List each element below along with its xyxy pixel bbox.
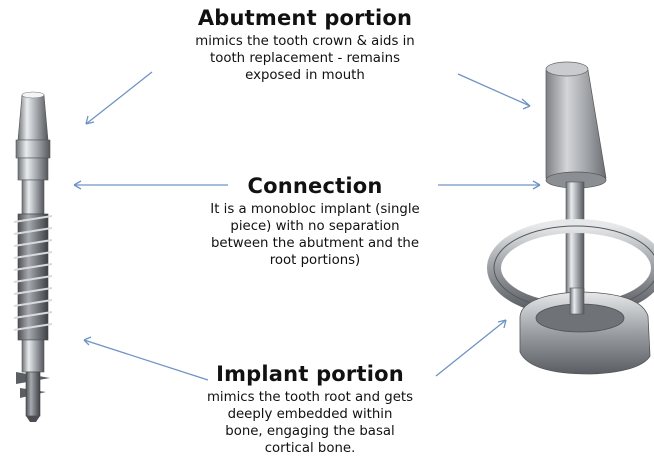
- abutment-heading: Abutment portion: [140, 6, 470, 30]
- abutment-description: mimics the tooth crown & aids in tooth r…: [140, 33, 470, 84]
- implant-description: mimics the tooth root and gets deeply em…: [160, 389, 460, 457]
- monobloc-implant-illustration: [14, 92, 52, 422]
- implant-desc-line: deeply embedded within: [160, 406, 460, 423]
- connection-desc-line: between the abutment and the: [155, 235, 475, 252]
- implant-heading: Implant portion: [160, 362, 460, 386]
- connection-description: It is a monobloc implant (single piece) …: [155, 201, 475, 269]
- basal-implant-illustration: [494, 62, 654, 374]
- abutment-desc-line: tooth replacement - remains: [140, 50, 470, 67]
- connection-desc-line: piece) with no separation: [155, 218, 475, 235]
- abutment-label-block: Abutment portion mimics the tooth crown …: [140, 6, 470, 84]
- implant-label-block: Implant portion mimics the tooth root an…: [160, 362, 460, 457]
- abutment-desc-line: mimics the tooth crown & aids in: [140, 33, 470, 50]
- abutment-desc-line: exposed in mouth: [140, 67, 470, 84]
- connection-desc-line: It is a monobloc implant (single: [155, 201, 475, 218]
- implant-desc-line: cortical bone.: [160, 440, 460, 457]
- connection-desc-line: root portions): [155, 252, 475, 269]
- connection-heading: Connection: [155, 174, 475, 198]
- implant-desc-line: mimics the tooth root and gets: [160, 389, 460, 406]
- implant-desc-line: bone, engaging the basal: [160, 423, 460, 440]
- connection-label-block: Connection It is a monobloc implant (sin…: [155, 174, 475, 269]
